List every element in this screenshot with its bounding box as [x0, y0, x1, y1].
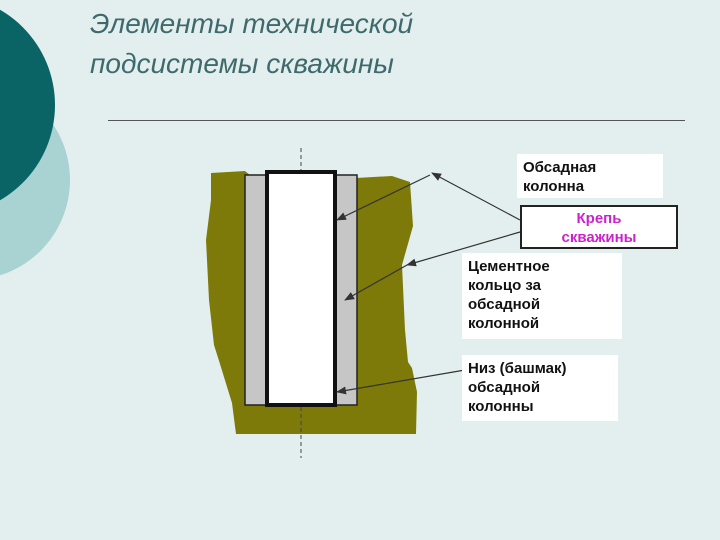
- deco-circle-dark: [0, 9, 55, 201]
- label-cement-ring: Цементное кольцо за обсадной колонной: [462, 253, 622, 339]
- label-casing-column: Обсадная колонна: [517, 154, 663, 198]
- arrow-cement-to-ring: [344, 264, 408, 301]
- label-casing-shoe: Низ (башмак) обсадной колонны: [462, 355, 618, 421]
- arrow-shoe-to-bottom: [336, 369, 466, 395]
- cement-ring-left: [244, 174, 268, 406]
- arrow-lining-to-casing-label: [431, 172, 521, 221]
- label-well-lining: Крепь скважины: [520, 205, 678, 249]
- casing-column: [265, 170, 337, 407]
- arrow-lining-to-cement-label: [406, 231, 521, 267]
- title-line-2: подсистемы скважины: [90, 48, 394, 79]
- title-line-1: Элементы технической: [90, 8, 414, 39]
- cement-ring-right: [334, 174, 358, 406]
- title-divider: [108, 120, 685, 121]
- page-title: Элементы технической подсистемы скважины: [90, 4, 413, 84]
- arrow-casing-to-pipe: [336, 174, 431, 221]
